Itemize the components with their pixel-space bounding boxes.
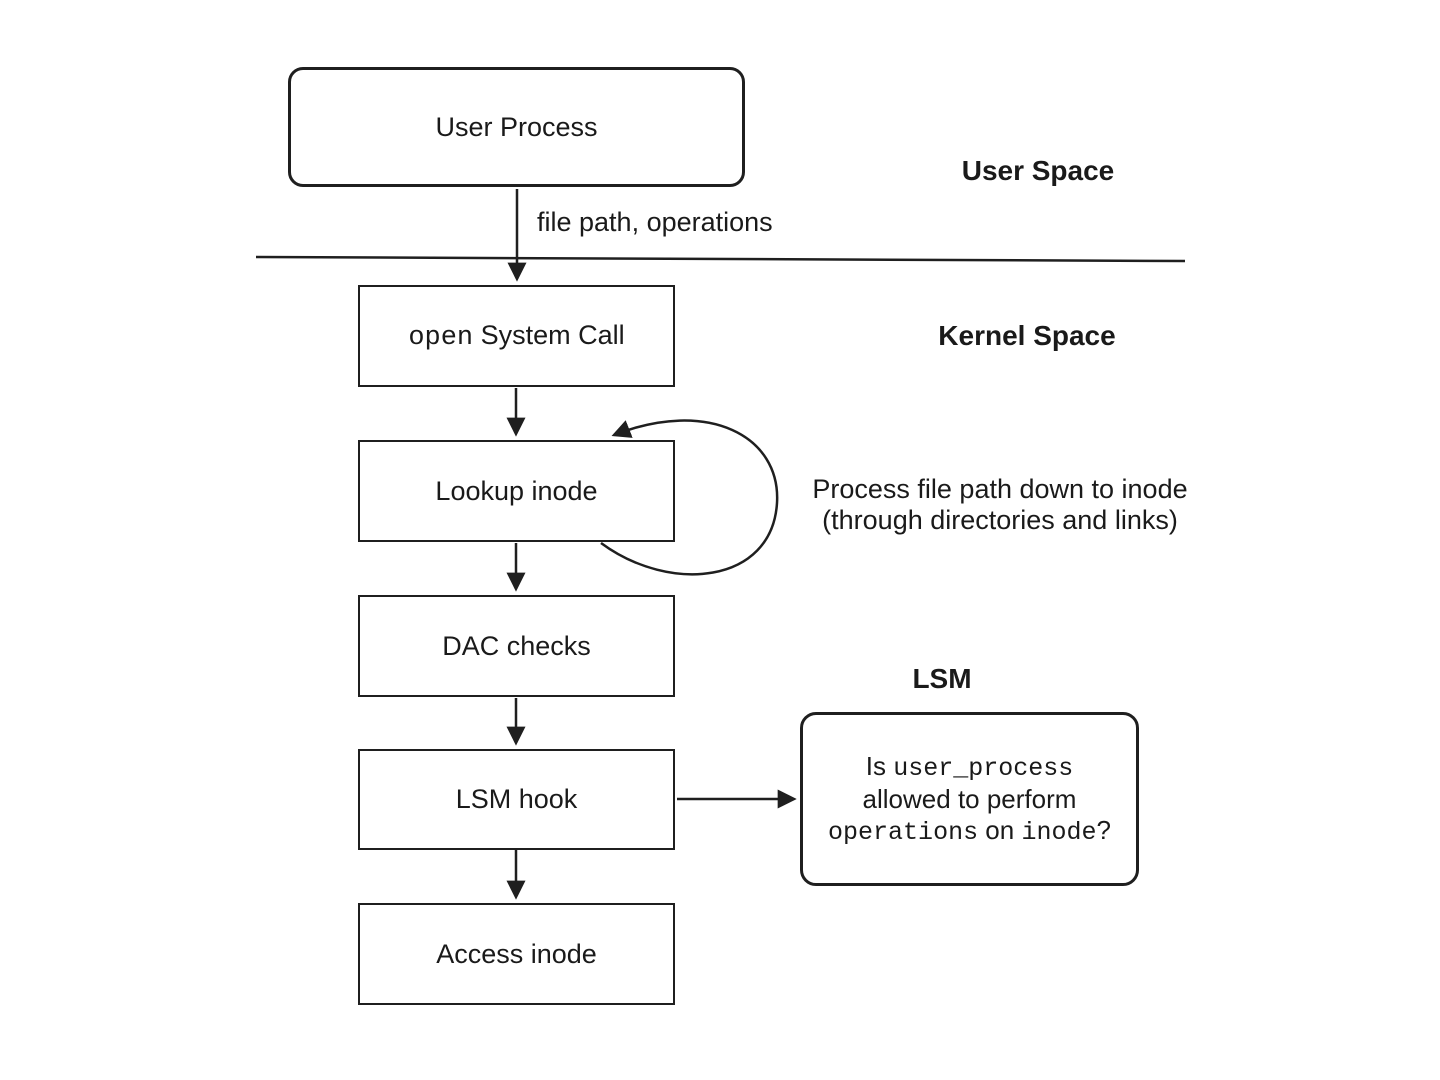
node-dac-checks-label: DAC checks: [442, 630, 591, 661]
lsm-question-on: on: [978, 814, 1022, 845]
open-keyword-mono: open: [408, 322, 474, 353]
lsm-question-line1: Is user_process: [866, 751, 1073, 784]
node-dac-checks: DAC checks: [358, 595, 675, 697]
node-lsm-hook: LSM hook: [358, 749, 675, 850]
node-user-process: User Process: [288, 67, 745, 187]
node-lookup-inode: Lookup inode: [358, 440, 675, 542]
note-line1: Process file path down to inode: [812, 474, 1188, 504]
node-lsm-hook-label: LSM hook: [455, 784, 578, 814]
space-separator-line: [255, 255, 1186, 263]
lsm-question-inode-mono: inode: [1021, 817, 1097, 847]
node-open-system-call-label: open System Call: [408, 320, 624, 353]
lsm-question-line2: allowed to perform: [862, 783, 1077, 814]
edge-label-file-path-operations: file path, operations: [537, 207, 773, 237]
lsm-question-is: Is: [865, 750, 894, 781]
region-label-user-space: User Space: [961, 155, 1115, 186]
lsm-question-line3: operations on inode?: [828, 815, 1111, 848]
node-lookup-inode-label: Lookup inode: [435, 475, 598, 506]
node-access-inode: Access inode: [358, 903, 675, 1005]
node-lsm-question: Is user_process allowed to perform opera…: [800, 712, 1139, 886]
node-open-system-call: open System Call: [358, 285, 675, 387]
node-access-inode-label: Access inode: [436, 938, 597, 969]
open-syscall-rest: System Call: [473, 319, 625, 350]
region-label-kernel-space: Kernel Space: [938, 320, 1116, 351]
lsm-question-qmark: ?: [1096, 814, 1111, 845]
lsm-question-user-process-mono: user_process: [893, 753, 1074, 783]
lsm-question-operations-mono: operations: [828, 817, 979, 847]
note-process-file-path: Process file path down to inode (through…: [780, 474, 1220, 536]
note-line2: (through directories and links): [822, 505, 1178, 535]
region-label-lsm: LSM: [912, 663, 972, 694]
node-user-process-label: User Process: [435, 111, 598, 142]
